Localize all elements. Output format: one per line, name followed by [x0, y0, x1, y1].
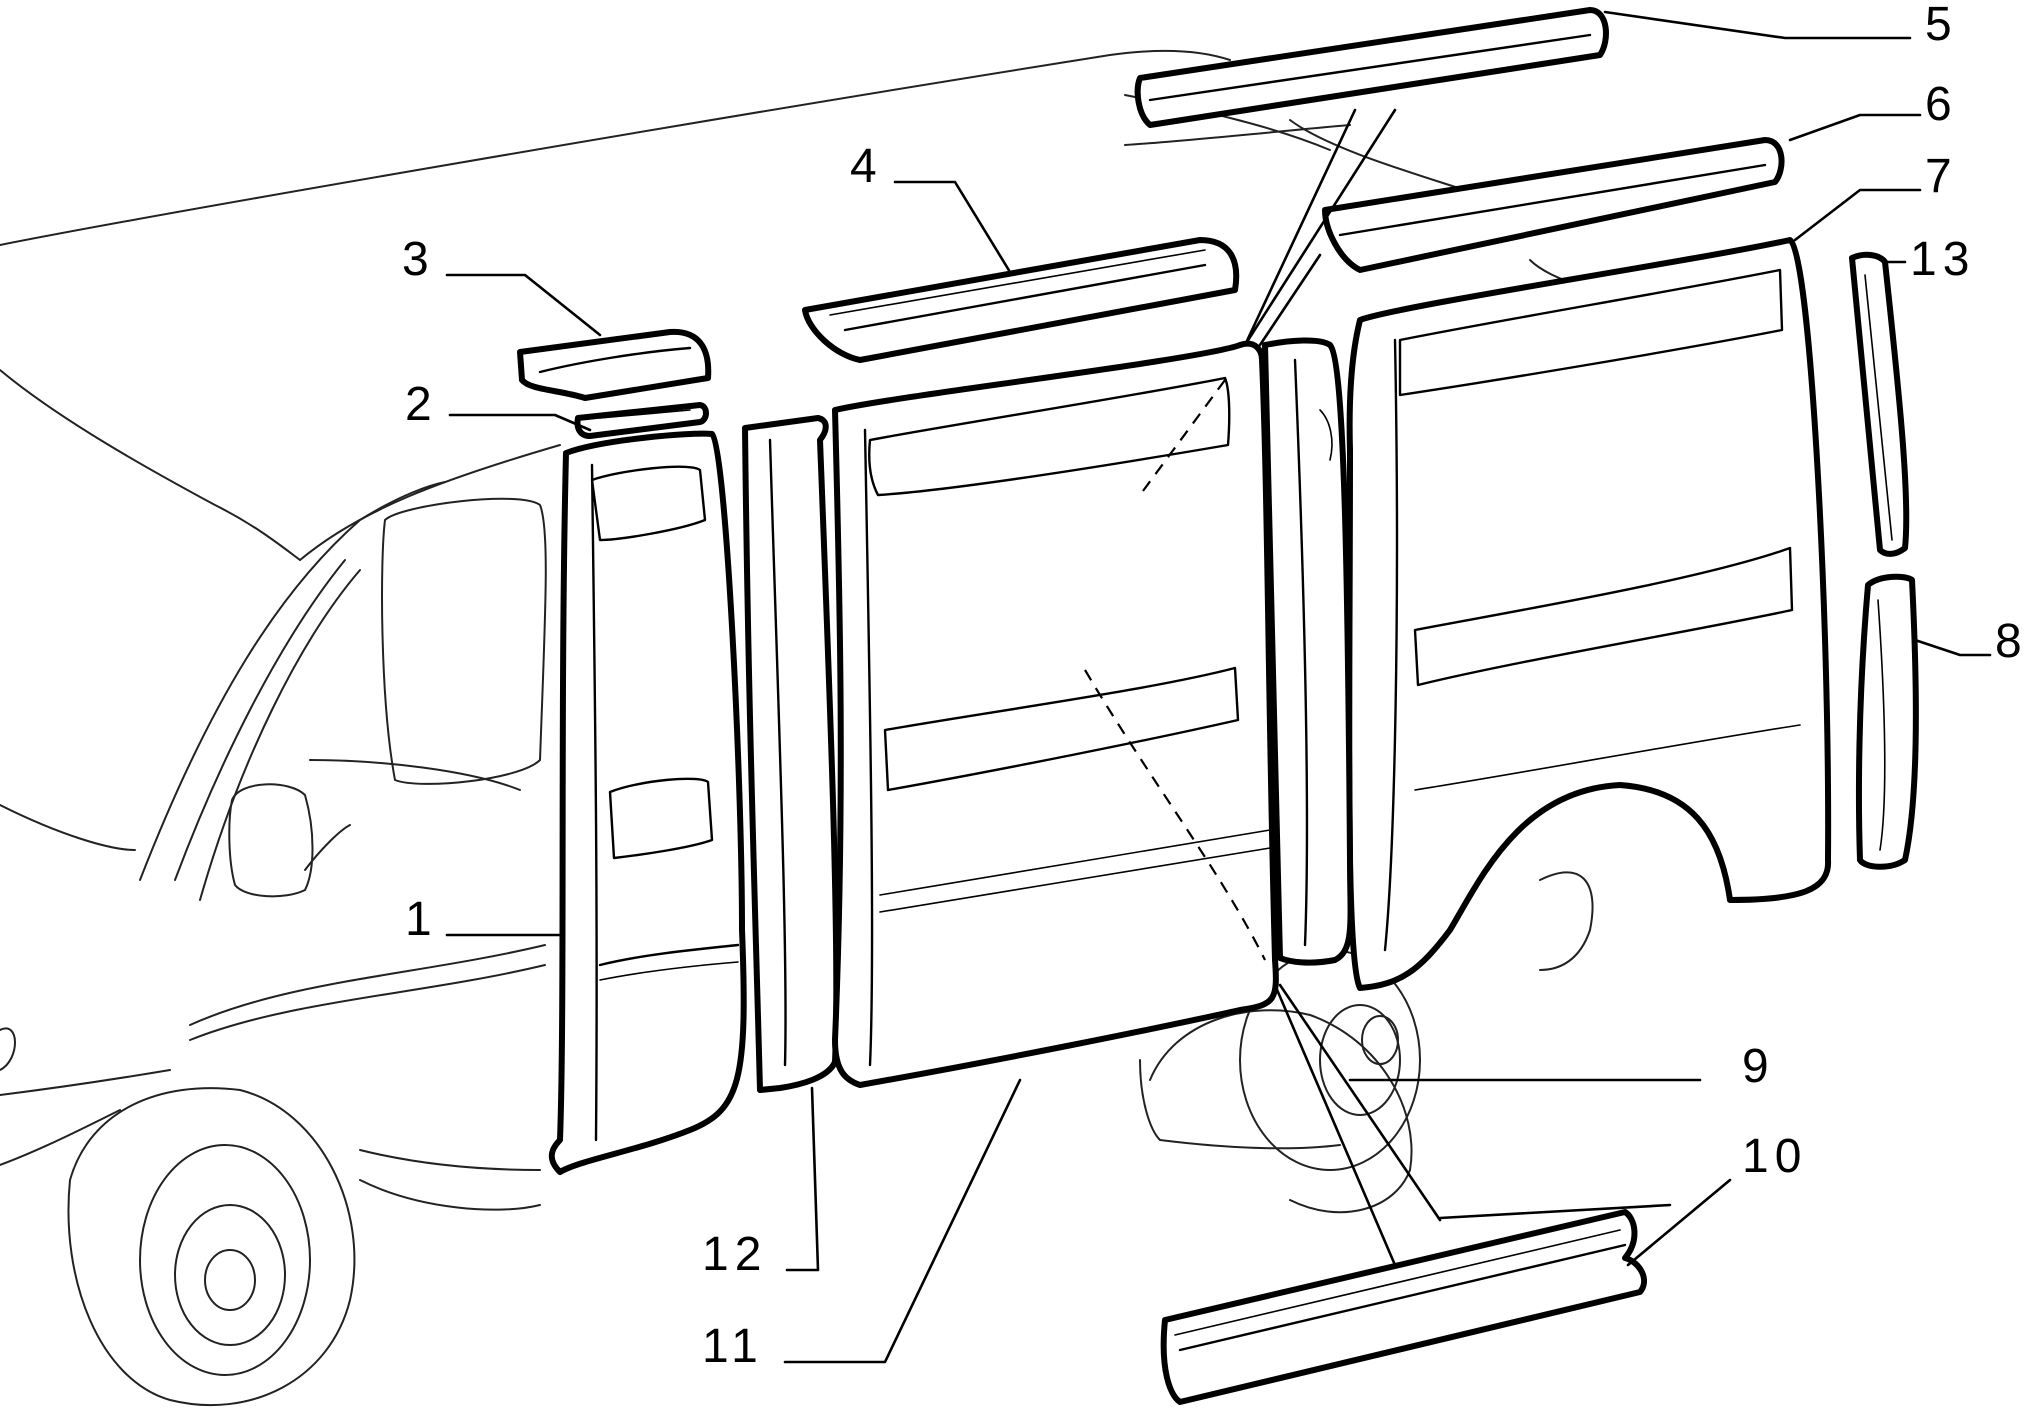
- part-2-bracket: [574, 402, 709, 439]
- part-12-door-seal: [742, 415, 840, 1093]
- callout-11: 11: [702, 1320, 764, 1373]
- van-body-outline: [0, 49, 1581, 1211]
- callout-6: 6: [1925, 78, 1958, 131]
- callout-12: 12: [702, 1228, 767, 1281]
- callout-8: 8: [1995, 615, 2024, 668]
- front-wheel: [67, 1087, 356, 1407]
- part-11-sliding-door: [832, 340, 1279, 1088]
- part-5-roof-rail: [1134, 7, 1609, 128]
- callout-labels: 1 2 3 4 5 6 7 8 9 10 11 12 13: [402, 0, 2024, 1373]
- part-9-rear-pillar: [1262, 337, 1354, 966]
- callout-10: 10: [1742, 1130, 1807, 1183]
- callout-9: 9: [1742, 1040, 1775, 1093]
- mirror-arm: [304, 824, 351, 871]
- part-13-upper-pillar: [1849, 251, 1910, 557]
- mirror-outline: [228, 783, 314, 898]
- callout-2: 2: [405, 378, 438, 431]
- part-4-upper-rail: [802, 237, 1240, 363]
- part-8-lower-pillar: [1855, 573, 1919, 870]
- part-10-lower-sill: [1160, 1209, 1647, 1405]
- callout-7: 7: [1925, 150, 1958, 203]
- callout-13: 13: [1910, 233, 1975, 286]
- callout-3: 3: [402, 233, 435, 286]
- part-7-rear-side-panel: [1346, 237, 1832, 991]
- part-3-roof-channel: [517, 328, 712, 401]
- part-1-front-side-panel: [548, 430, 747, 1175]
- callout-5: 5: [1925, 0, 1958, 51]
- callout-1: 1: [405, 893, 438, 946]
- leader-lines: [445, 10, 1992, 1364]
- part-6-mid-rail: [1322, 137, 1785, 273]
- callout-4: 4: [850, 140, 883, 193]
